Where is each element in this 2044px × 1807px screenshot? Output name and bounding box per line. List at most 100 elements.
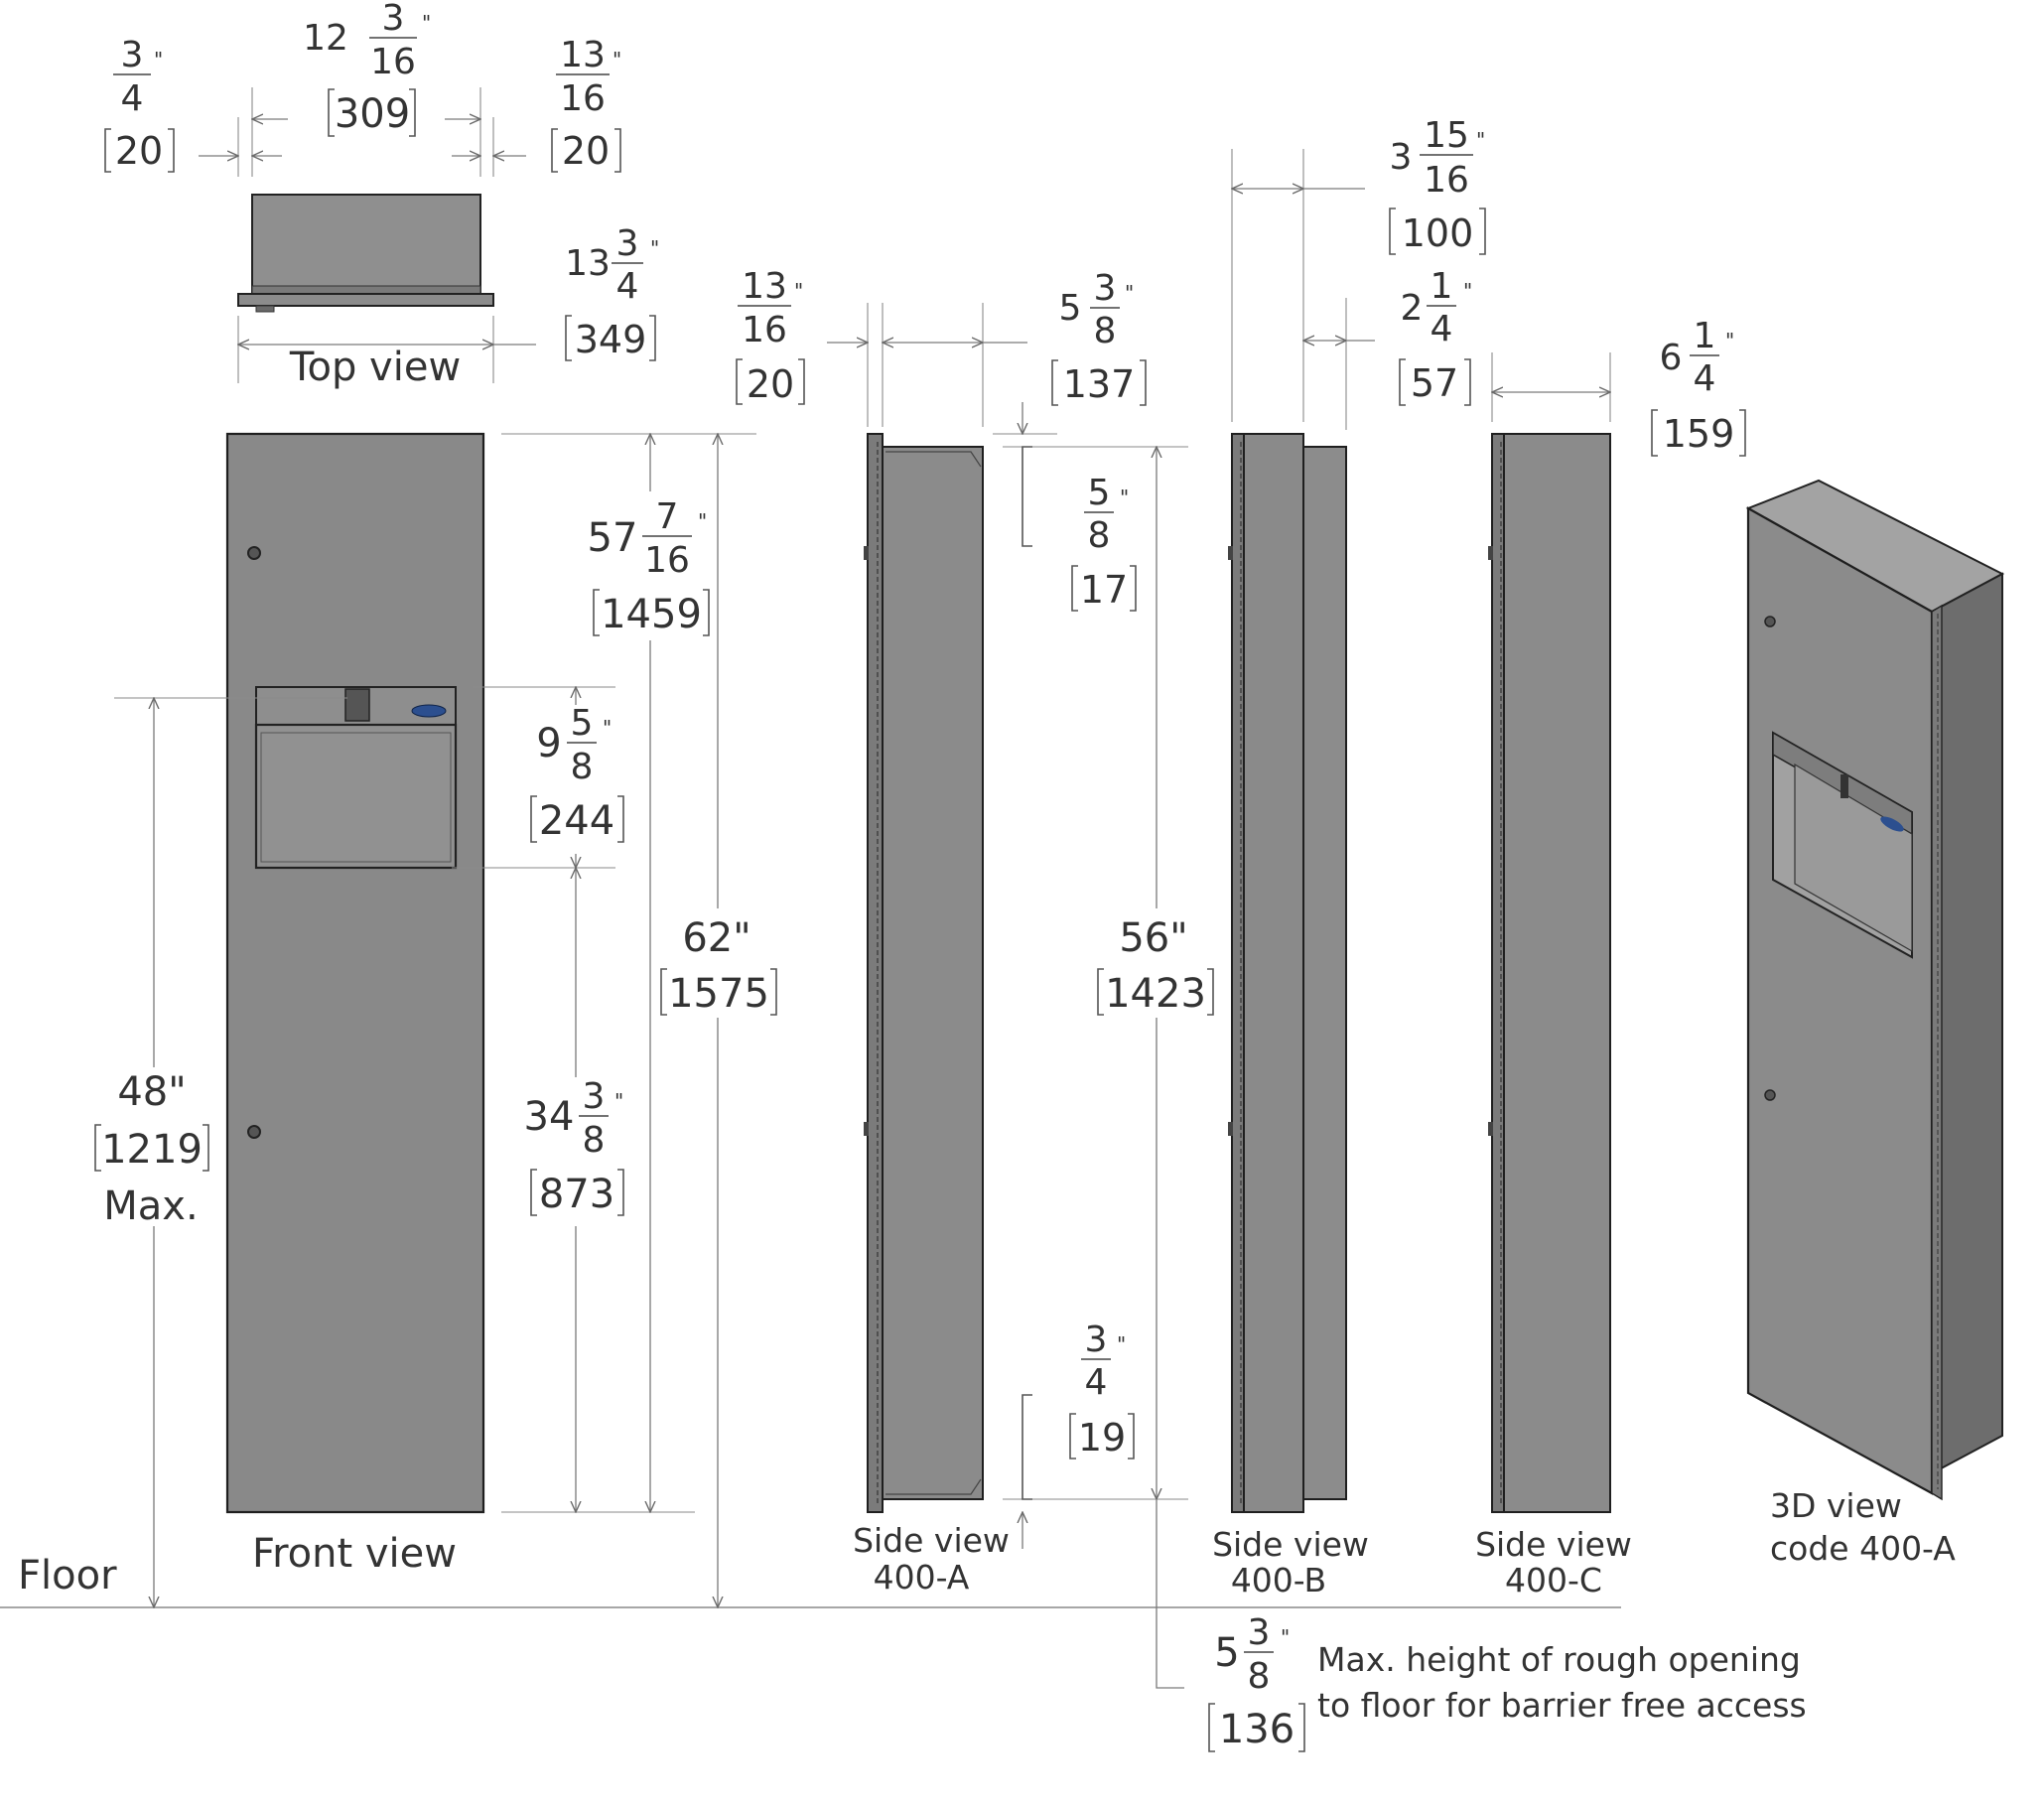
svg-text:4: 4 <box>1431 309 1453 349</box>
svg-text:16: 16 <box>742 310 787 350</box>
top-view-flange <box>237 293 494 307</box>
dim-side-b-depth: 3 15 16 " 100 <box>1389 115 1486 255</box>
svg-text:1423: 1423 <box>1105 971 1206 1017</box>
svg-text:3: 3 <box>1094 268 1117 309</box>
dim-max-height: 48" 1219 Max. <box>91 1067 215 1229</box>
floor-label: Floor <box>18 1553 117 1598</box>
dim-overall-height: 62" 1575 <box>655 908 784 1018</box>
iso-lower-lock-icon <box>1764 1089 1776 1101</box>
svg-text:": " <box>1125 281 1134 305</box>
svg-text:": " <box>1281 1625 1290 1649</box>
side-b-label-1: Side view <box>1212 1525 1369 1564</box>
svg-text:4: 4 <box>1694 358 1716 399</box>
svg-text:57: 57 <box>1411 361 1458 405</box>
svg-text:Max.: Max. <box>103 1183 198 1229</box>
svg-text:100: 100 <box>1402 211 1474 255</box>
svg-text:309: 309 <box>335 91 410 137</box>
svg-text:3: 3 <box>1390 137 1413 178</box>
note-line-1: Max. height of rough opening <box>1317 1640 1801 1679</box>
side-a-flange <box>867 433 884 1513</box>
dim-rough-height: 56" 1423 <box>1092 908 1221 1018</box>
svg-text:": " <box>698 509 707 533</box>
svg-text:4: 4 <box>616 266 639 307</box>
iso-label-1: 3D view <box>1770 1486 1902 1525</box>
svg-text:1575: 1575 <box>668 971 769 1017</box>
dim-lower-height: 34 3 8 " 873 <box>516 1076 630 1226</box>
dimension-labels: 3 4 " 20 12 3 16 " 309 13 16 " 20 <box>91 0 1746 1752</box>
side-c-flange <box>1491 433 1505 1513</box>
svg-text:244: 244 <box>539 798 614 844</box>
svg-text:9: 9 <box>536 721 561 766</box>
svg-text:8: 8 <box>571 747 594 787</box>
svg-text:16: 16 <box>370 42 416 82</box>
svg-text:3: 3 <box>583 1076 606 1117</box>
svg-text:8: 8 <box>583 1120 606 1161</box>
svg-text:13: 13 <box>565 243 611 284</box>
svg-text:17: 17 <box>1080 568 1128 612</box>
svg-text:": " <box>422 11 431 35</box>
svg-text:": " <box>154 48 163 71</box>
top-view-label: Top view <box>289 345 461 390</box>
side-c-label-2: 400-C <box>1505 1561 1602 1599</box>
svg-text:12: 12 <box>303 18 348 59</box>
svg-text:5: 5 <box>1088 473 1111 513</box>
svg-text:13: 13 <box>560 35 606 75</box>
dim-top-left-flange: 3 4 " 20 <box>104 35 175 173</box>
svg-text:8: 8 <box>1088 515 1111 556</box>
svg-text:1: 1 <box>1431 266 1453 307</box>
dim-dispenser-height: 9 5 8 " 244 <box>526 703 625 854</box>
svg-text:56": 56" <box>1119 915 1187 961</box>
svg-text:15: 15 <box>1424 115 1469 156</box>
lower-lock-icon <box>247 1125 261 1139</box>
side-c-label-1: Side view <box>1475 1525 1632 1564</box>
side-view-400c: Side view 400-C <box>1475 433 1632 1599</box>
svg-text:1: 1 <box>1694 316 1716 356</box>
side-view-400a: Side view 400-A <box>853 433 1010 1597</box>
dim-side-a-top-offset: 5 8 " 17 <box>1071 473 1137 612</box>
svg-text:": " <box>1463 279 1472 303</box>
side-b-door <box>1243 433 1304 1513</box>
upper-lock-icon <box>247 546 261 560</box>
note-line-2: to floor for barrier free access <box>1317 1686 1807 1725</box>
svg-text:8: 8 <box>1248 1656 1271 1697</box>
front-panel <box>225 432 485 1514</box>
svg-text:1219: 1219 <box>101 1127 203 1173</box>
svg-text:8: 8 <box>1094 311 1117 351</box>
svg-text:137: 137 <box>1063 362 1136 406</box>
side-c-body <box>1503 433 1611 1513</box>
svg-text:7: 7 <box>656 496 679 537</box>
top-view-box <box>251 194 481 298</box>
dim-side-a-depth: 5 3 8 " 137 <box>1051 268 1147 406</box>
svg-text:19: 19 <box>1078 1416 1126 1460</box>
dim-top-width: 12 3 16 " 309 <box>303 0 431 137</box>
svg-text:16: 16 <box>1424 160 1469 201</box>
side-a-label-2: 400-A <box>874 1558 970 1597</box>
dim-side-a-bottom-offset: 3 4 " 19 <box>1069 1320 1135 1460</box>
svg-text:873: 873 <box>539 1172 614 1217</box>
iso-upper-lock-icon <box>1764 616 1776 627</box>
svg-text:20: 20 <box>562 129 610 173</box>
svg-text:34: 34 <box>524 1094 575 1140</box>
dimension-lines <box>114 87 1610 1689</box>
svg-text:48": 48" <box>117 1069 186 1115</box>
side-a-body <box>882 446 984 1500</box>
svg-text:349: 349 <box>575 318 647 361</box>
svg-text:": " <box>603 716 612 740</box>
svg-text:16: 16 <box>560 78 606 119</box>
svg-text:3: 3 <box>1085 1320 1108 1360</box>
top-view: Top view <box>237 194 494 390</box>
front-view: Front view <box>225 432 485 1577</box>
front-view-label: Front view <box>252 1531 457 1577</box>
svg-text:136: 136 <box>1219 1707 1295 1752</box>
svg-text:3: 3 <box>1248 1612 1271 1653</box>
svg-text:20: 20 <box>747 362 794 406</box>
svg-text:": " <box>613 48 621 71</box>
svg-text:20: 20 <box>115 129 163 173</box>
svg-text:5: 5 <box>571 703 594 744</box>
svg-text:": " <box>1725 329 1734 352</box>
dim-side-b-projection: 2 1 4 " 57 <box>1399 266 1472 406</box>
svg-text:": " <box>1120 486 1129 509</box>
side-b-label-2: 400-B <box>1231 1561 1326 1599</box>
dim-side-a-flange: 13 16 " 20 <box>736 266 805 406</box>
svg-text:4: 4 <box>121 78 144 119</box>
